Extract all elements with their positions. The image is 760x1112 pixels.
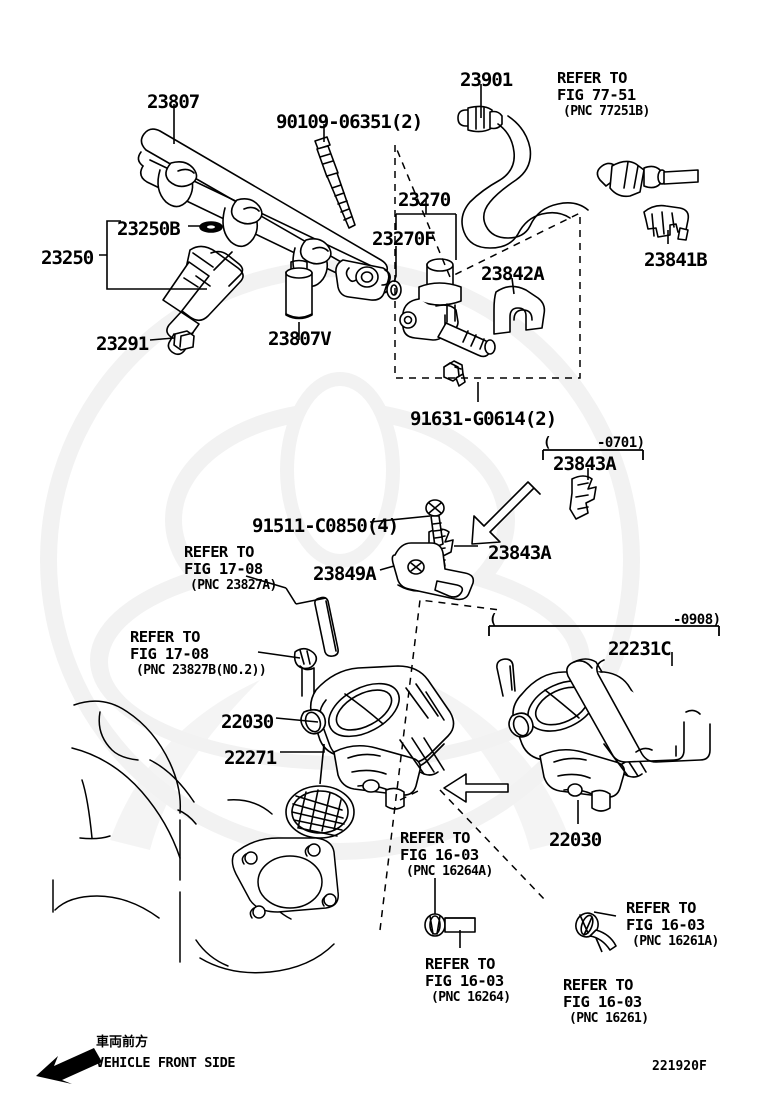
refer-to-figure: FIG 16-03 [626,916,705,935]
part-number-label: 23807 [147,91,200,113]
fitting-16261-part [575,912,617,951]
part-number-label: 23841B [644,249,708,271]
part-number-label: 23849A [313,563,377,585]
fuel-hose-23901-part [457,105,699,249]
part-number-label: 91511-C0850(4) [252,515,399,537]
refer-to-pnc: (PNC 16261) [569,1010,649,1026]
refer-to-figure: FIG 16-03 [563,993,642,1012]
hollow-arrow-pointer [471,481,541,545]
part-number-label: 23842A [481,263,545,285]
part-number-label: 23807V [268,328,332,350]
throttle-body-right-part [496,658,654,812]
part-number-label: 22030 [549,829,602,851]
date-range-open-paren: ( [543,435,551,451]
refer-to-line1: REFER TO [557,69,627,87]
clip-23843a-upper-part [569,475,597,520]
part-number-label: 22271 [224,747,277,769]
part-number-label: 23291 [96,333,149,355]
injector-23250-part [162,245,244,356]
refer-to-figure: FIG 77-51 [557,86,636,105]
bracket-23849a-part [391,542,475,601]
dashed-groups [379,144,581,931]
part-number-label: 23843A [488,542,552,564]
refer-to-figure: FIG 16-03 [400,846,479,865]
refer-to-figure: FIG 17-08 [184,560,263,579]
regulator-23270-part [386,258,496,358]
refer-to-figure: FIG 16-03 [425,972,504,991]
refer-to-line1: REFER TO [626,899,696,917]
screw-91631-part [443,360,466,387]
clamp-23842a-part [493,285,546,335]
part-number-label: 23843A [553,453,617,475]
oring-23250b-part [199,221,223,233]
part-number-label: 23250B [117,218,181,240]
refer-to-pnc: (PNC 16261A) [632,933,719,949]
bolt-91511-part [425,499,445,548]
vehicle-front-english-label: VEHICLE FRONT SIDE [96,1055,236,1071]
refer-to-line1: REFER TO [563,976,633,994]
figure-id-label: 221920F [652,1059,707,1074]
refer-to-figure: FIG 17-08 [130,645,209,664]
intake-manifold-outline [52,700,339,974]
refer-to-line1: REFER TO [130,628,200,646]
refer-to-pnc: (PNC 23827B(NO.2)) [136,662,267,678]
refer-to-pnc: (PNC 23827A) [190,577,277,593]
date-range-value: -0701) [597,435,645,451]
date-range-open-paren: ( [489,612,497,628]
refer-to-line1: REFER TO [400,829,470,847]
hose-22231c-part [566,658,711,763]
refer-to-pnc: (PNC 16264A) [406,863,493,879]
part-number-label: 91631-G0614(2) [410,408,557,430]
part-number-label: 23270 [398,189,451,211]
grommet-23291-part [173,330,195,351]
assembly-arrow-left [443,773,509,803]
refer-to-line1: REFER TO [184,543,254,561]
part-number-label: 23901 [460,69,513,91]
part-number-label: 22030 [221,711,274,733]
part-number-label: 23250 [41,247,94,269]
refer-to-pnc: (PNC 16264) [431,989,511,1005]
vehicle-front-japanese-label: 車両前方 [96,1035,149,1050]
part-number-label: 90109-06351(2) [276,111,423,133]
gasket-22271-part [285,785,355,839]
part-number-label: 23270F [372,228,436,250]
fitting-23827b-part [293,647,318,699]
insulator-23807v-part [285,259,313,320]
bolt-90109-part [314,136,356,229]
fitting-16264-part [424,913,476,937]
vehicle-front-arrow [36,1048,102,1084]
fuel-rail-part [137,128,391,301]
refer-to-line1: REFER TO [425,955,495,973]
part-number-label: 22231C [608,638,672,660]
date-range-value: -0908) [673,612,721,628]
clip-23843a-lower-part [426,528,454,573]
refer-to-pnc: (PNC 77251B) [563,103,650,119]
hose-23827a-part [314,596,339,657]
throttle-body-left-part [300,665,455,810]
